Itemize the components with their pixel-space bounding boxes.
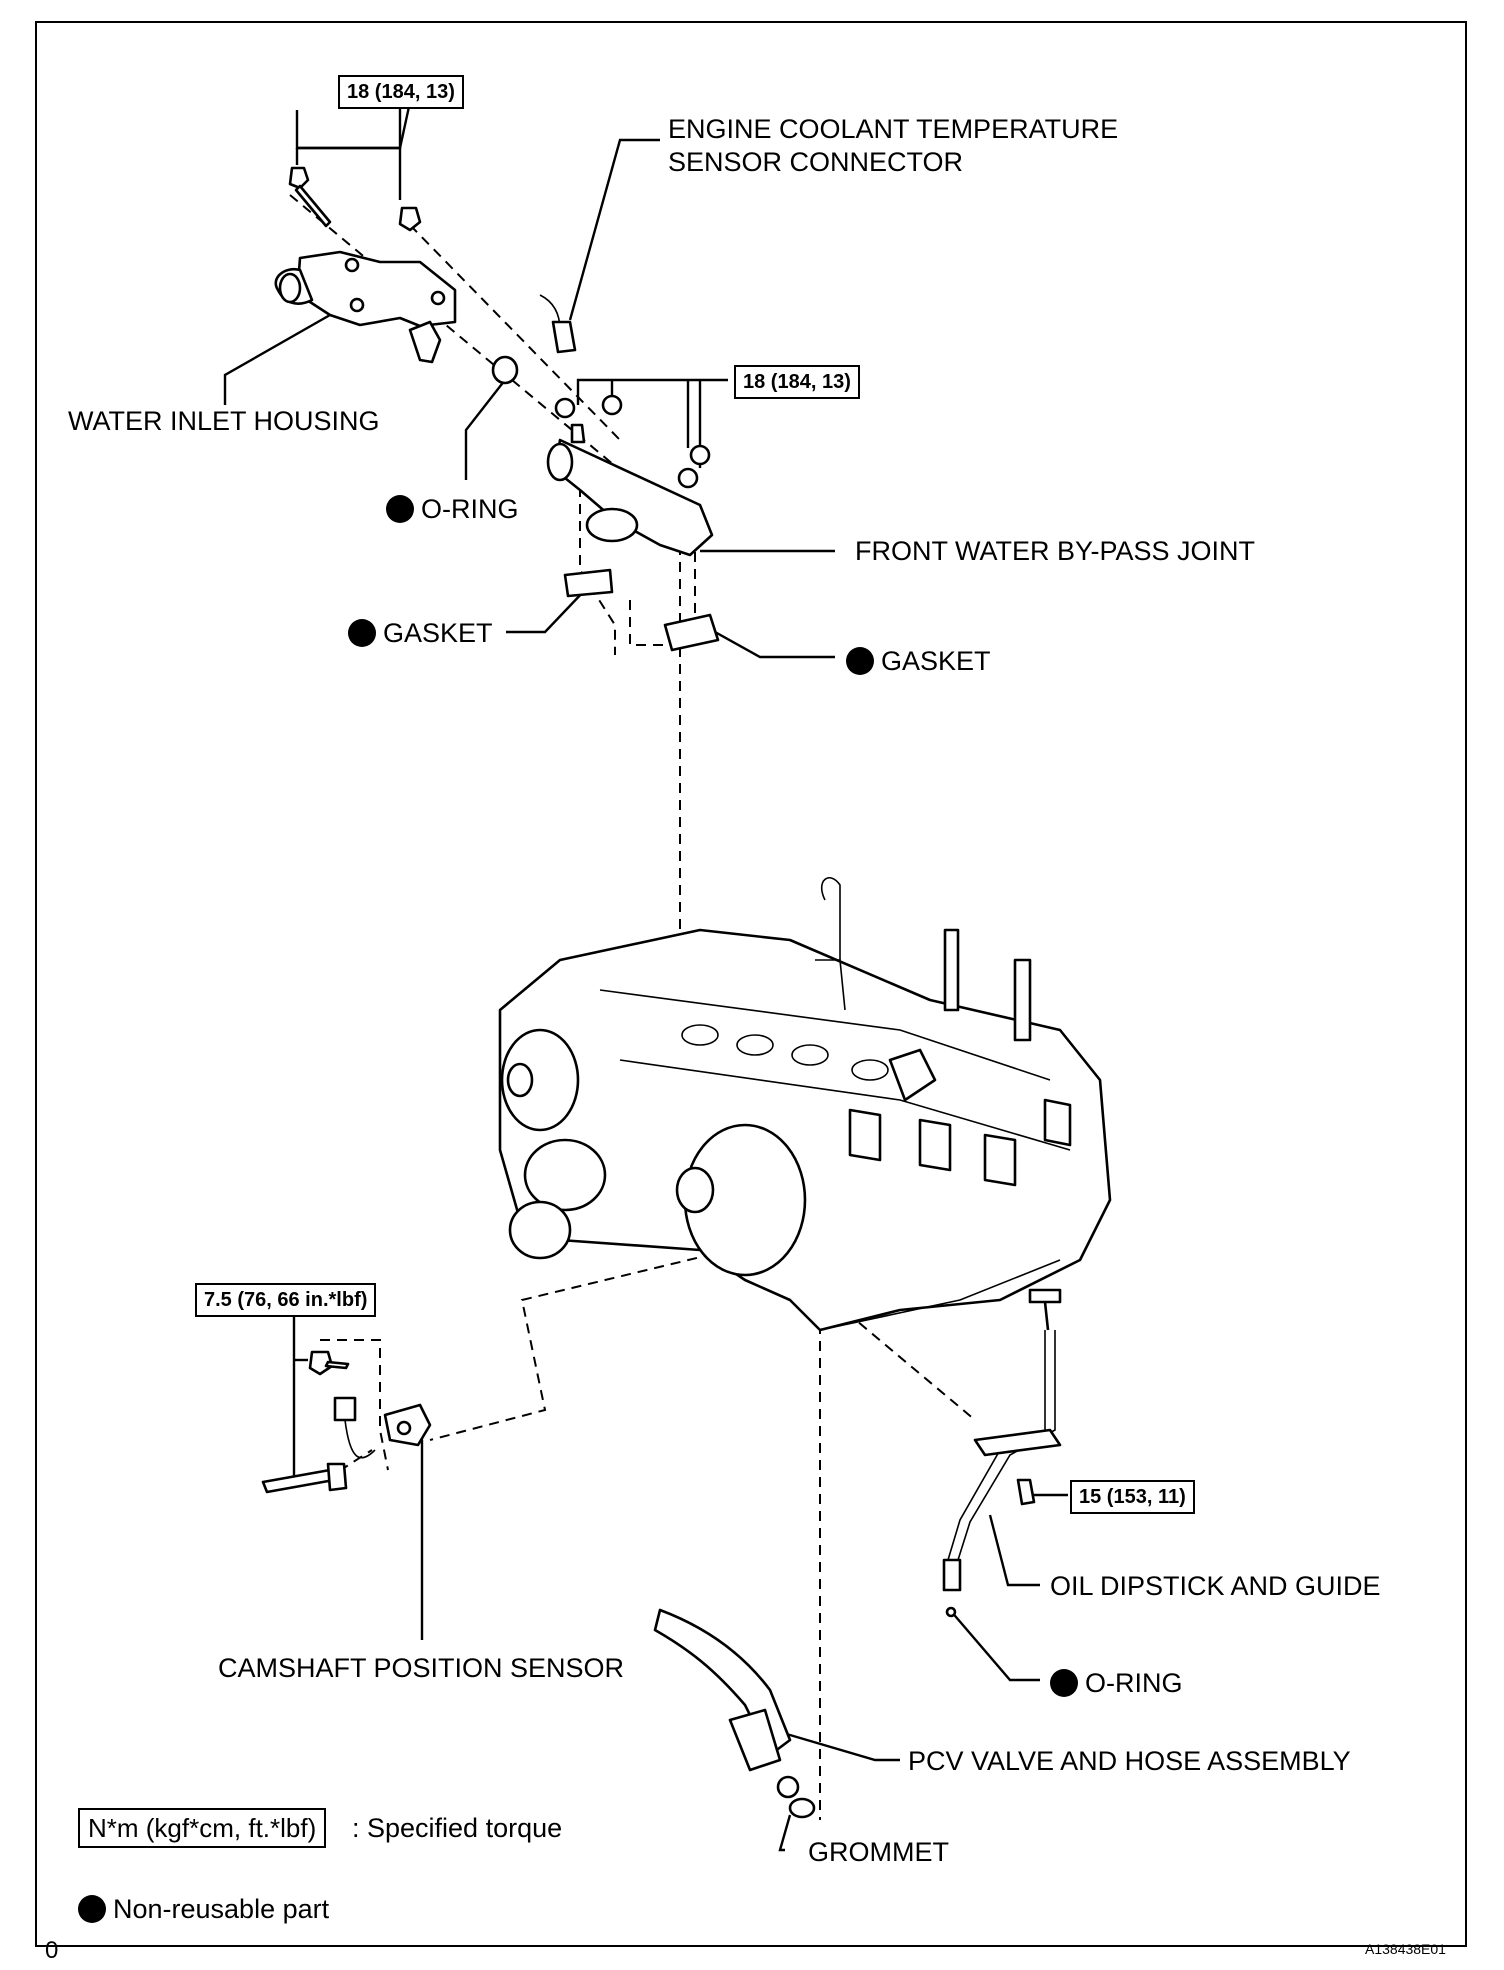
pcv-hose-drawing bbox=[653, 1608, 816, 1819]
water-inlet-housing-drawing bbox=[274, 166, 519, 385]
o-ring-lower-label: O-RING bbox=[1050, 1667, 1183, 1699]
o-ring-upper-text: O-RING bbox=[421, 494, 519, 524]
grommet-label: GROMMET bbox=[808, 1837, 949, 1867]
camshaft-sensor-drawing bbox=[261, 1350, 432, 1494]
legend-torque-text: : Specified torque bbox=[352, 1813, 563, 1843]
non-reusable-dot-icon bbox=[1050, 1669, 1078, 1697]
gasket-left-label: GASKET bbox=[348, 617, 493, 649]
legend-non-reusable: Non-reusable part bbox=[78, 1893, 329, 1925]
pcv-valve-hose-label: PCV VALVE AND HOSE ASSEMBLY bbox=[908, 1746, 1351, 1776]
ect-connector-label-line1: ENGINE COOLANT TEMPERATURE bbox=[668, 114, 1119, 144]
torque-spec-bypass-joint: 18 (184, 13) bbox=[734, 365, 860, 399]
non-reusable-dot-icon bbox=[78, 1895, 106, 1923]
figure-code: A138438E01 bbox=[1365, 1941, 1446, 1957]
ect-connector-label-line2: SENSOR CONNECTOR bbox=[668, 147, 964, 177]
legend-torque-unit-box: N*m (kgf*cm, ft.*lbf) bbox=[78, 1808, 327, 1848]
non-reusable-dot-icon bbox=[386, 495, 414, 523]
o-ring-lower-text: O-RING bbox=[1085, 1668, 1183, 1698]
torque-spec-water-inlet: 18 (184, 13) bbox=[338, 75, 464, 109]
non-reusable-dot-icon bbox=[348, 619, 376, 647]
gasket-left-text: GASKET bbox=[383, 618, 493, 648]
dipstick-drawing bbox=[942, 1288, 1062, 1618]
page-number: 0 bbox=[45, 1937, 59, 1964]
legend-non-reusable-text: Non-reusable part bbox=[113, 1894, 330, 1924]
torque-spec-camshaft-sensor: 7.5 (76, 66 in.*lbf) bbox=[195, 1283, 377, 1317]
gasket-right-text: GASKET bbox=[881, 646, 991, 676]
camshaft-position-sensor-label: CAMSHAFT POSITION SENSOR bbox=[218, 1653, 625, 1683]
engine-block-drawing bbox=[498, 877, 1112, 1332]
water-inlet-housing-label: WATER INLET HOUSING bbox=[68, 406, 380, 436]
torque-spec-dipstick-guide: 15 (153, 11) bbox=[1070, 1480, 1195, 1514]
o-ring-upper-label: O-RING bbox=[386, 493, 519, 525]
diagram-frame bbox=[35, 21, 1467, 1947]
front-bypass-joint-label: FRONT WATER BY-PASS JOINT bbox=[855, 536, 1256, 566]
gasket-right-label: GASKET bbox=[846, 645, 991, 677]
bypass-joint-drawing bbox=[539, 294, 720, 652]
non-reusable-dot-icon bbox=[846, 647, 874, 675]
oil-dipstick-guide-label: OIL DIPSTICK AND GUIDE bbox=[1050, 1571, 1381, 1601]
